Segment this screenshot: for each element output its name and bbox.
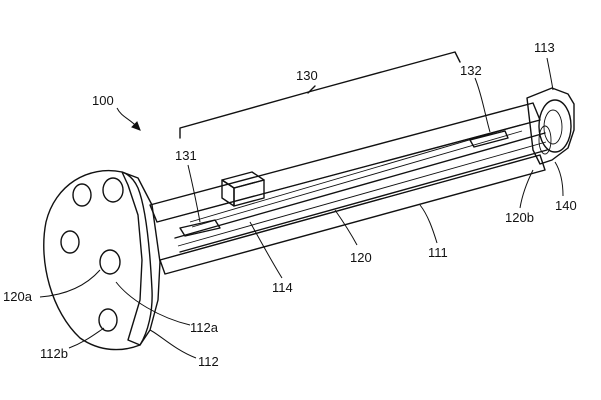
label-132: 132 [460,63,482,78]
label-131: 131 [175,148,197,163]
label-112b: 112b [40,346,68,361]
label-100: 100 [92,93,114,108]
contact-132 [469,130,509,148]
inner-rod [174,132,548,253]
arrow-100 [116,107,141,131]
label-120a: 120a [3,289,33,304]
contact-131 [179,219,221,237]
flange-hole-left [60,230,80,254]
inner-slot [189,124,523,228]
leader-lines [39,57,564,359]
label-112a: 112a [190,320,219,335]
label-130: 130 [296,68,318,83]
flange-hole-top [102,177,124,203]
label-114: 114 [272,280,293,295]
flange-hole-top-left [72,183,92,207]
label-120b: 120b [505,210,534,225]
flange-hole-bottom [98,308,118,332]
bracket-130 [179,51,461,139]
sensor-block [221,171,265,207]
flange-hole-center [99,249,121,275]
label-112: 112 [198,354,219,369]
flange-plate [43,170,161,351]
label-140: 140 [555,198,577,213]
label-113: 113 [534,40,555,55]
label-111: 111 [428,245,448,260]
end-cap [526,87,575,165]
label-120: 120 [350,250,372,265]
